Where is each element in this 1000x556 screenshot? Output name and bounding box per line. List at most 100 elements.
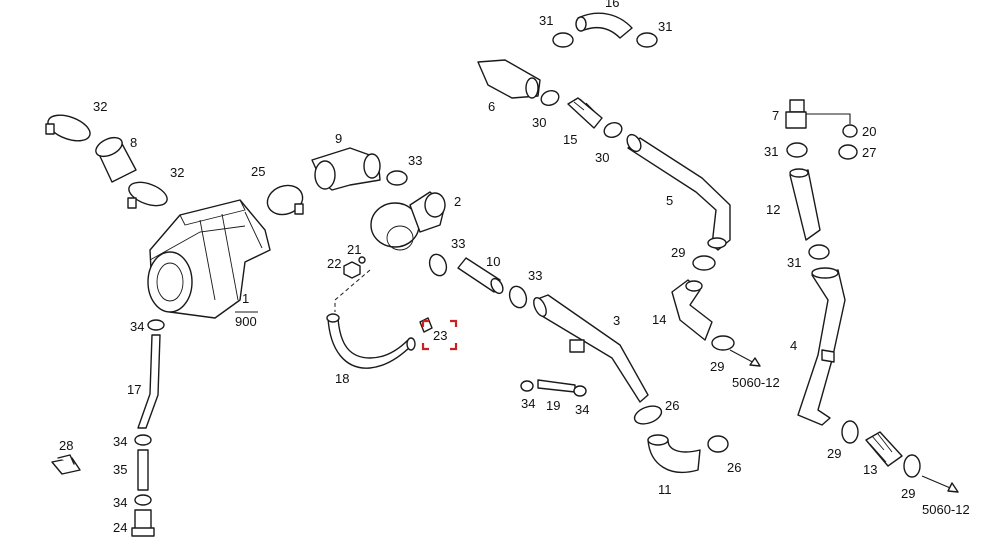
clamp-29-b[interactable] <box>711 335 735 351</box>
clamp-32-lower[interactable] <box>126 178 170 210</box>
elbow-6[interactable] <box>477 59 541 99</box>
clamp-33-a[interactable] <box>386 170 408 186</box>
callout-16: 16 <box>605 0 619 10</box>
callout-29c: 29 <box>827 446 841 461</box>
callout-9: 9 <box>335 131 342 146</box>
callout-33c: 33 <box>528 268 542 283</box>
callout-7: 7 <box>772 108 779 123</box>
callout-21: 21 <box>347 242 361 257</box>
callout-29d: 29 <box>901 486 915 501</box>
clamp-25[interactable] <box>263 181 306 220</box>
clamp-34-a[interactable] <box>147 319 165 331</box>
sleeve-8[interactable] <box>93 134 137 183</box>
hose-18[interactable] <box>327 317 413 369</box>
clamp-31-b[interactable] <box>636 32 658 48</box>
clamp-34-d[interactable] <box>520 380 534 392</box>
hose-19[interactable] <box>537 379 576 393</box>
turbo-inlet-2[interactable] <box>370 191 446 251</box>
callout-34c: 34 <box>113 495 127 510</box>
callout-25: 25 <box>251 164 265 179</box>
callout-11: 11 <box>658 482 672 497</box>
clamp-29-d[interactable] <box>903 454 921 478</box>
pipe-3[interactable] <box>531 294 649 403</box>
clamp-29-a[interactable] <box>692 255 716 271</box>
callout-17: 17 <box>127 382 141 397</box>
callout-33b: 33 <box>451 236 465 251</box>
callout-29a: 29 <box>671 245 685 260</box>
nut-22[interactable] <box>343 261 361 279</box>
callout-27: 27 <box>862 145 876 160</box>
elbow-16[interactable] <box>575 12 633 39</box>
elbow-9[interactable] <box>311 147 381 191</box>
fitting-24[interactable] <box>131 509 155 537</box>
clamp-27[interactable] <box>838 144 858 160</box>
fitting-7[interactable] <box>785 99 807 129</box>
callout-31d: 31 <box>787 255 801 270</box>
callout-19: 19 <box>546 398 560 413</box>
callout-4: 4 <box>790 338 797 353</box>
callout-900: 900 <box>235 314 257 329</box>
callout-24: 24 <box>113 520 127 535</box>
sleeve-10[interactable] <box>457 257 505 295</box>
clamp-31-a[interactable] <box>552 32 574 48</box>
highlight-23 <box>421 319 458 351</box>
leader-18-dashed <box>334 269 371 312</box>
elbow-14[interactable] <box>671 279 713 341</box>
elbow-11[interactable] <box>647 434 701 474</box>
pipe-35[interactable] <box>137 449 149 491</box>
callout-23: 23 <box>433 328 447 343</box>
clamp-30-b[interactable] <box>602 120 624 139</box>
clamp-32-upper[interactable] <box>45 110 94 146</box>
callout-34d: 34 <box>521 396 535 411</box>
callout-31b: 31 <box>658 19 672 34</box>
callout-32a: 32 <box>93 99 107 114</box>
clamp-26-a[interactable] <box>632 403 664 428</box>
clamp-21[interactable] <box>358 256 366 264</box>
callout-26b: 26 <box>727 460 741 475</box>
pipe-4[interactable] <box>797 267 846 426</box>
clamp-33-b[interactable] <box>427 252 450 278</box>
clamp-29-c[interactable] <box>841 420 859 444</box>
callout-34a: 34 <box>130 319 144 334</box>
callout-30b: 30 <box>595 150 609 165</box>
callout-34e: 34 <box>575 402 589 417</box>
arrow-head-1 <box>749 357 761 367</box>
callout-14: 14 <box>652 312 666 327</box>
clamp-34-c[interactable] <box>134 494 152 506</box>
callout-8: 8 <box>130 135 137 150</box>
clamp-30-a[interactable] <box>539 88 561 107</box>
callout-1: 1 <box>242 291 249 306</box>
pipe-5[interactable] <box>624 132 731 251</box>
clamp-31-d[interactable] <box>808 244 830 260</box>
callout-15: 15 <box>563 132 577 147</box>
callout-6: 6 <box>488 99 495 114</box>
hose-12[interactable] <box>789 168 821 241</box>
callout-12: 12 <box>766 202 780 217</box>
callout-3: 3 <box>613 313 620 328</box>
callout-34b: 34 <box>113 434 127 449</box>
callout-31a: 31 <box>539 13 553 28</box>
clamp-34-e[interactable] <box>573 385 587 397</box>
leader-7 <box>806 113 851 124</box>
hose-17[interactable] <box>137 334 161 429</box>
callout-20: 20 <box>862 124 876 139</box>
callout-31c: 31 <box>764 144 778 159</box>
callout-13: 13 <box>863 462 877 477</box>
callout-22: 22 <box>327 256 341 271</box>
sleeve-13[interactable] <box>865 431 903 467</box>
clamp-31-c[interactable] <box>786 142 808 158</box>
ring-20[interactable] <box>842 124 858 138</box>
clamp-26-b[interactable] <box>707 435 729 453</box>
clamp-33-c[interactable] <box>507 284 530 310</box>
callout-35: 35 <box>113 462 127 477</box>
sleeve-15[interactable] <box>567 97 603 129</box>
callout-33a: 33 <box>408 153 422 168</box>
clamp-34-b[interactable] <box>134 434 152 446</box>
bracket-28[interactable] <box>51 454 81 475</box>
callout-30a: 30 <box>532 115 546 130</box>
air-filter-housing[interactable] <box>147 199 271 319</box>
callout-28: 28 <box>59 438 73 453</box>
callout-26a: 26 <box>665 398 679 413</box>
